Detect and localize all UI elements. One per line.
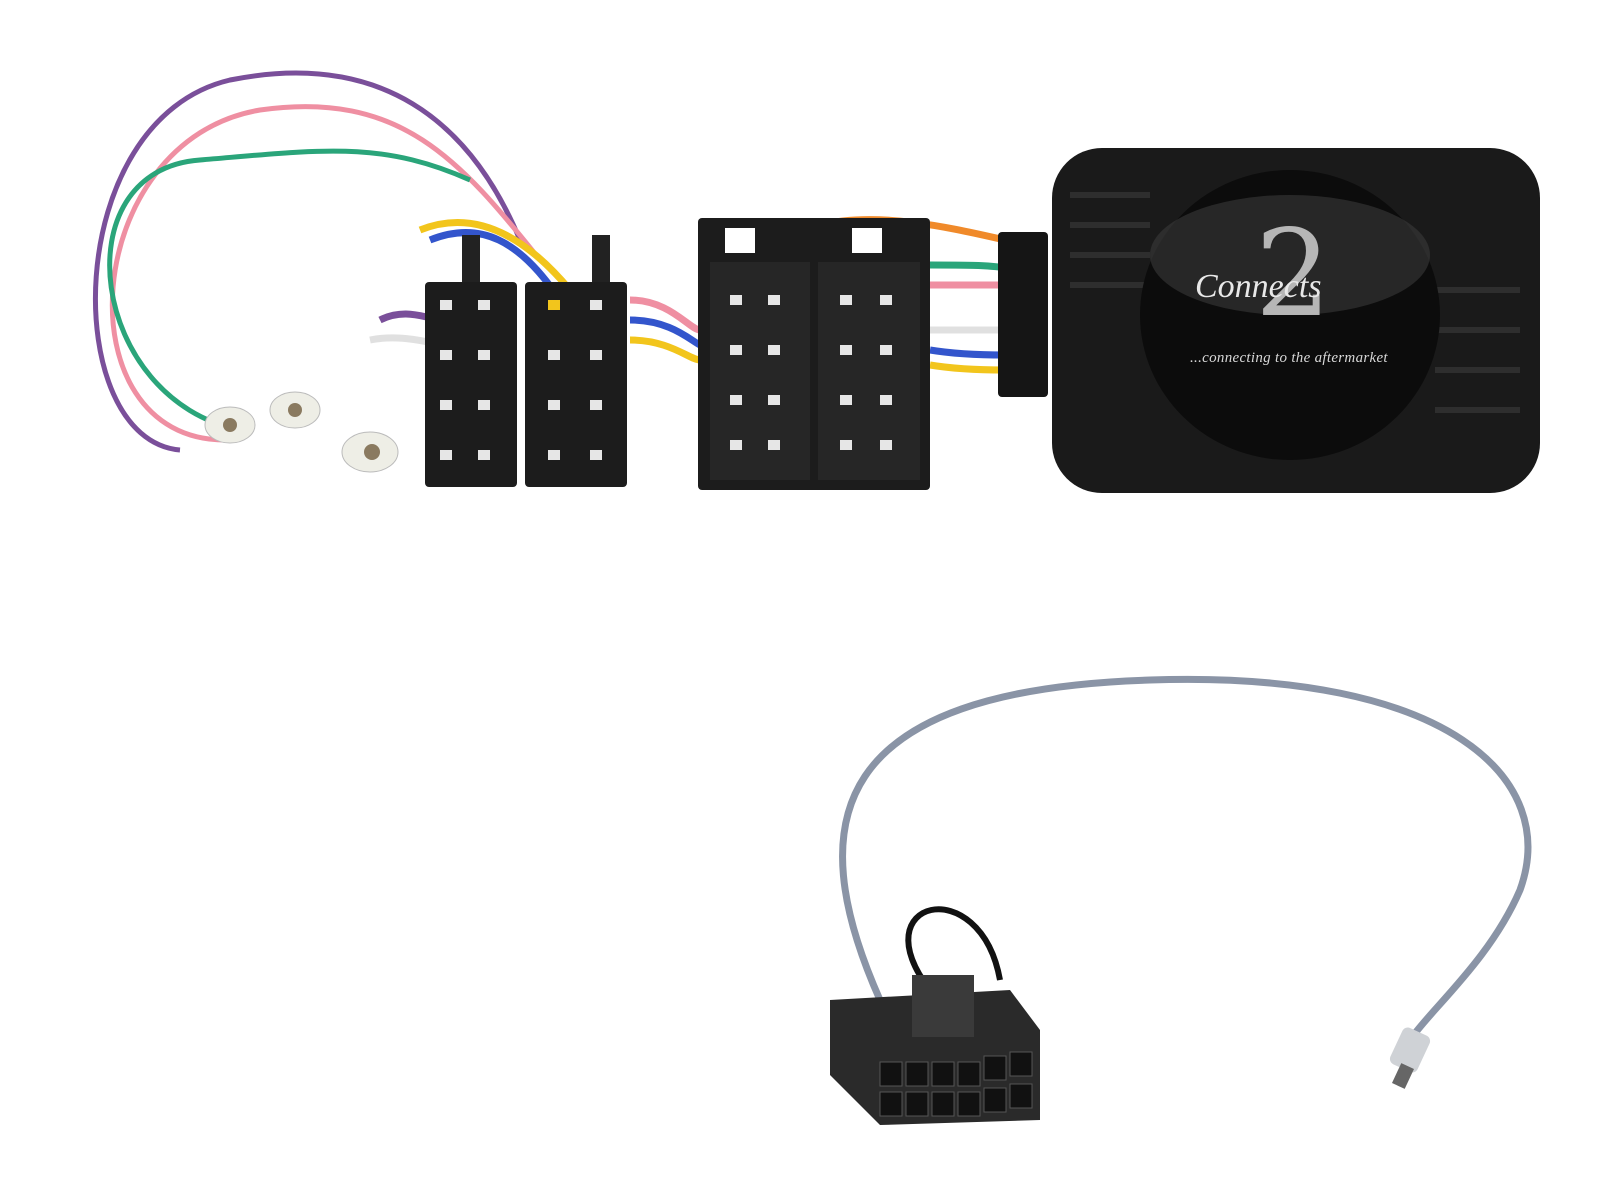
iso-connectors-right bbox=[698, 218, 930, 490]
logo-text: Connects bbox=[1195, 268, 1322, 305]
iso-connectors-left bbox=[425, 235, 627, 487]
logo-tagline: ...connecting to the aftermarket bbox=[1190, 350, 1388, 366]
logo-numeral: 2 bbox=[1255, 205, 1332, 344]
patch-12-pin-connector bbox=[830, 975, 1040, 1125]
purple-wire bbox=[93, 70, 523, 453]
black-loop-wire bbox=[905, 906, 1003, 992]
pink-wire bbox=[109, 104, 542, 443]
green-wire bbox=[107, 148, 472, 433]
interface-module bbox=[998, 148, 1540, 493]
antenna-plugs bbox=[204, 391, 399, 473]
grey-patch-cable bbox=[839, 675, 1532, 1042]
antenna-pin-connector bbox=[1389, 1027, 1431, 1089]
